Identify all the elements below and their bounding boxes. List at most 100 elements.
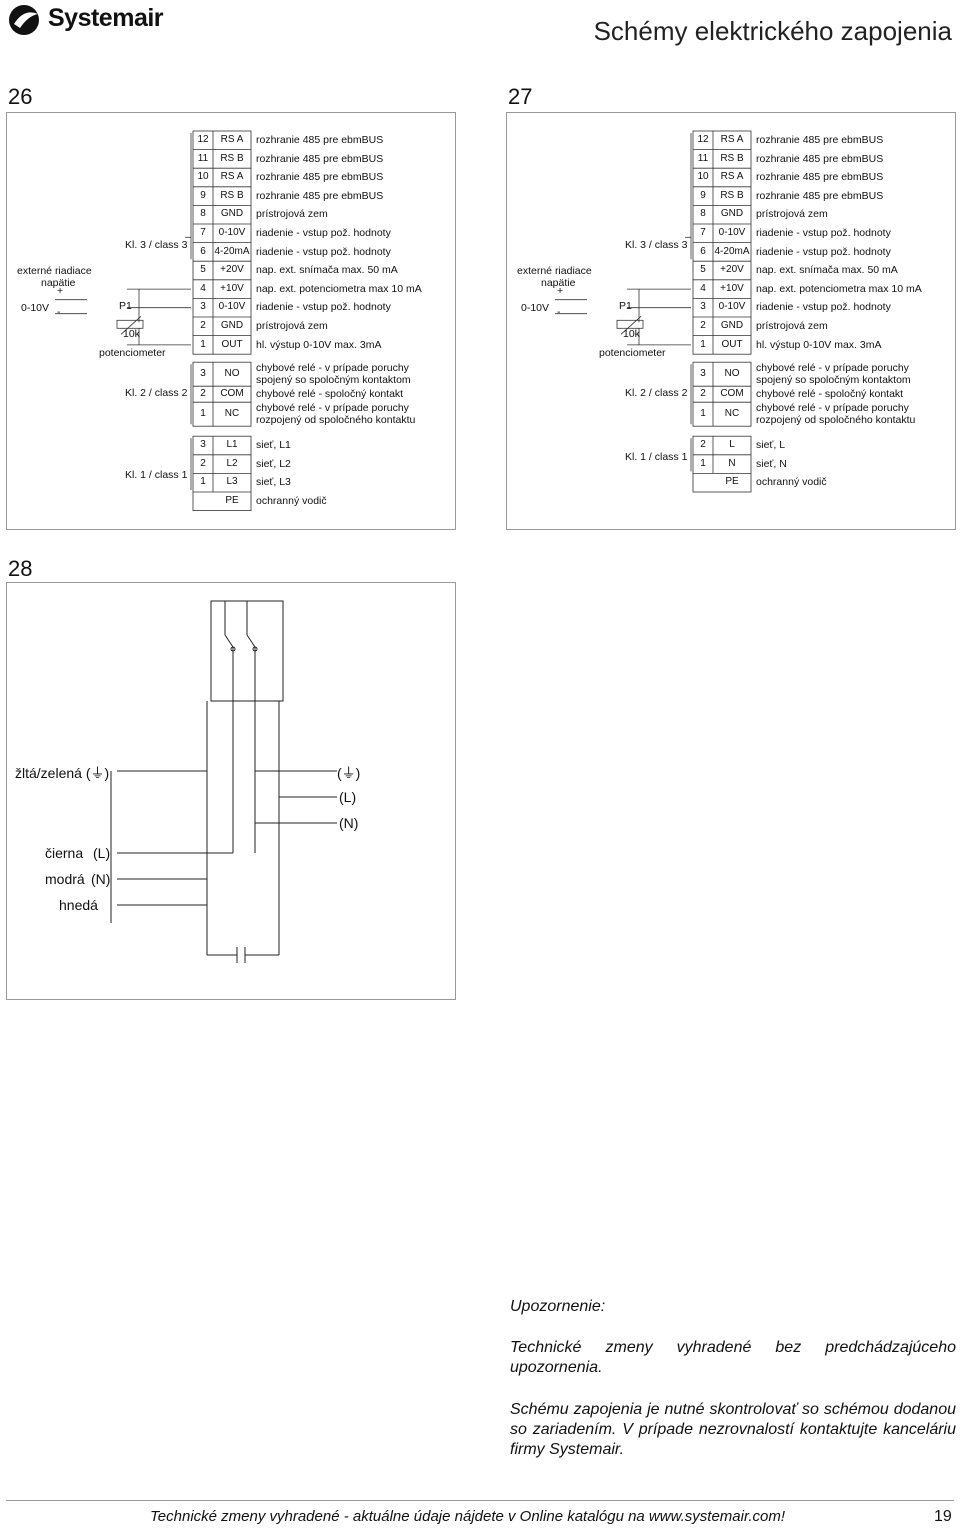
label-blue-code: (N) (91, 871, 111, 887)
label-class-1: Kl. 1 / class 1 (625, 450, 688, 463)
label-brown: hnedá (59, 897, 98, 913)
terminal-description: rozhranie 485 pre ebmBUS (256, 171, 384, 184)
relay-description-line1: chybové relé - v prípade poruchy (256, 402, 409, 415)
terminal-code: OUT (221, 338, 243, 350)
terminal-description: nap. ext. potenciometra max 10 mA (256, 282, 422, 295)
label-class-2: Kl. 2 / class 2 (625, 387, 688, 400)
power-number: 3 (200, 439, 206, 451)
label-0-10v: 0-10V (521, 301, 550, 314)
terminal-number: 12 (697, 134, 709, 145)
terminal-number: 7 (200, 227, 206, 238)
terminal-code: RS A (220, 134, 244, 145)
terminal-code: 0-10V (218, 227, 246, 238)
terminal-description: rozhranie 485 pre ebmBUS (256, 152, 384, 165)
terminal-description: nap. ext. potenciometra max 10 mA (756, 282, 922, 295)
terminal-number: 6 (700, 245, 706, 257)
terminal-number: 5 (700, 264, 706, 276)
terminal-description: prístrojová zem (256, 208, 328, 221)
label-class-2: Kl. 2 / class 2 (125, 387, 188, 400)
footer-divider (6, 1500, 954, 1501)
terminal-code: +20V (220, 264, 244, 276)
label-class-1: Kl. 1 / class 1 (125, 469, 188, 482)
terminal-number: 8 (700, 208, 706, 220)
power-description: ochranný vodič (756, 476, 827, 489)
label-voltage: napätie (541, 276, 576, 289)
terminal-description: rozhranie 485 pre ebmBUS (256, 134, 384, 146)
terminal-description: nap. ext. snímača max. 50 mA (756, 264, 898, 277)
diagram-28: žltá/zelená (⏚) čierna (L) modrá (N) hne… (6, 582, 456, 1000)
terminal-number: 3 (700, 301, 706, 313)
relay-number: 2 (700, 388, 706, 400)
terminal-number: 11 (197, 152, 209, 164)
systemair-logo-icon (9, 5, 39, 35)
power-code: L1 (226, 439, 238, 451)
label-plus: + (557, 285, 564, 298)
terminal-code: GND (220, 320, 244, 331)
terminal-description: nap. ext. snímača max. 50 mA (256, 264, 398, 277)
power-code: N (728, 457, 736, 469)
power-code: L (729, 439, 735, 451)
terminal-number: 2 (700, 320, 706, 331)
power-code: L2 (226, 457, 238, 469)
wiring-diagram-28 (110, 600, 337, 963)
relay-description-line1: chybové relé - v prípade poruchy (256, 362, 409, 375)
relay-code: COM (220, 388, 244, 400)
terminal-code: 0-10V (718, 227, 746, 238)
terminal-number: 1 (200, 338, 206, 350)
power-description: sieť, L (756, 439, 786, 452)
label-plus: + (57, 285, 64, 298)
terminal-description: riadenie - vstup pož. hodnoty (256, 227, 391, 239)
terminal-description: hl. výstup 0-10V max. 3mA (256, 338, 382, 351)
terminal-code: 0-10V (218, 301, 246, 313)
power-description: sieť, L2 (256, 457, 291, 470)
note-title: Upozornenie: (510, 1298, 606, 1315)
terminal-number: 6 (200, 245, 206, 257)
label-0-10v: 0-10V (21, 301, 50, 314)
terminal-description: riadenie - vstup pož. hodnoty (756, 245, 891, 258)
terminal-code: RS A (720, 134, 744, 145)
terminal-description: riadenie - vstup pož. hodnoty (256, 301, 391, 314)
relay-number: 1 (200, 408, 206, 420)
terminal-number: 10 (197, 171, 209, 183)
relay-description-line1: chybové relé - spoločný kontakt (756, 388, 904, 401)
power-number: 2 (700, 439, 706, 451)
note-paragraph-1: Technické zmeny vyhradené bez predchádza… (510, 1339, 956, 1376)
relay-code: NO (224, 368, 240, 380)
relay-description-line2: rozpojený od spoločného kontaktu (256, 414, 416, 427)
terminal-description: prístrojová zem (756, 208, 828, 221)
terminal-description: riadenie - vstup pož. hodnoty (756, 301, 891, 314)
section-number-27: 27 (508, 84, 533, 109)
power-description: ochranný vodič (256, 495, 327, 507)
terminal-code: OUT (721, 338, 743, 350)
terminal-number: 9 (700, 189, 706, 201)
terminal-code: +10V (720, 282, 744, 294)
label-10k: 10k (623, 328, 640, 341)
terminal-description: rozhranie 485 pre ebmBUS (256, 189, 384, 202)
label-black: čierna (45, 845, 84, 861)
label-voltage: napätie (41, 276, 76, 289)
label-minus: - (57, 305, 61, 318)
relay-number: 3 (700, 368, 706, 380)
label-blue: modrá (45, 871, 85, 887)
terminal-code: RS A (720, 171, 744, 183)
terminal-description: rozhranie 485 pre ebmBUS (756, 189, 884, 202)
page-title: Schémy elektrického zapojenia (593, 16, 952, 46)
relay-number: 2 (200, 388, 206, 400)
section-number-28: 28 (8, 556, 33, 581)
label-p1: P1 (619, 299, 632, 312)
label-minus: - (557, 305, 561, 318)
label-p1: P1 (119, 299, 132, 312)
terminal-number: 10 (697, 171, 709, 183)
label-potentiometer: potenciometer (599, 346, 666, 359)
terminal-description: prístrojová zem (756, 320, 828, 332)
label-right-N: (N) (339, 815, 359, 831)
terminal-code: RS B (720, 152, 744, 164)
terminal-code: RS B (720, 189, 744, 201)
label-right-ground: (⏚) (337, 765, 361, 781)
terminal-code: 0-10V (718, 301, 746, 313)
terminal-code: 4-20mA (214, 245, 250, 257)
label-class-3: Kl. 3 / class 3 (625, 239, 688, 252)
page-number: 19 (934, 1508, 952, 1525)
relay-description-line2: spojený so spoločným kontaktom (756, 374, 911, 387)
